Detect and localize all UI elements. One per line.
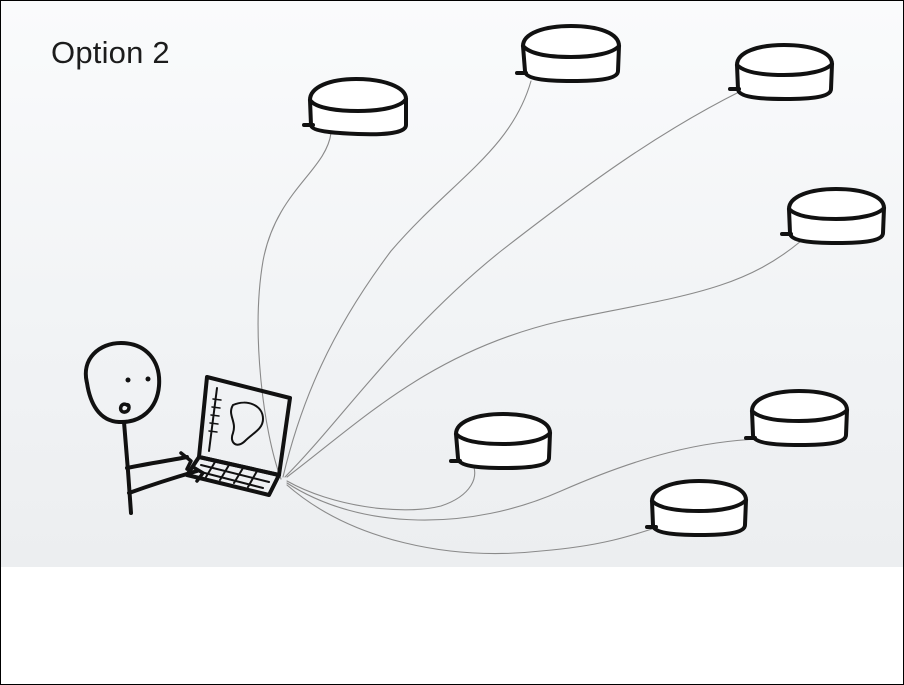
- database-cylinder-icon: [780, 187, 886, 245]
- database-cylinder-icon: [515, 24, 621, 83]
- database-cylinder-icon: [302, 77, 408, 137]
- wire-to-node-4: [286, 240, 802, 478]
- wire-to-node-2: [282, 80, 532, 478]
- wire-to-node-5: [286, 460, 476, 511]
- database-cylinder-icon: [728, 43, 834, 101]
- slide-title: Option 2: [51, 35, 170, 70]
- connection-wires: [257, 80, 802, 555]
- wire-to-node-7: [286, 484, 662, 555]
- database-cylinder-icon: [645, 479, 748, 537]
- database-cylinder-icon: [449, 412, 552, 470]
- laptop-keyboard: [185, 455, 281, 497]
- diagram-scene: [83, 24, 886, 555]
- head: [83, 341, 162, 425]
- arm-upper: [125, 455, 189, 470]
- stick-figure-with-laptop-icon: [83, 341, 292, 515]
- database-nodes: [302, 24, 886, 537]
- wire-to-node-3: [284, 90, 742, 478]
- body: [122, 420, 133, 515]
- wire-to-node-1: [257, 132, 332, 480]
- wire-to-node-6: [286, 438, 762, 521]
- database-cylinder-icon: [744, 389, 849, 447]
- slide-canvas: Option 2: [1, 1, 903, 567]
